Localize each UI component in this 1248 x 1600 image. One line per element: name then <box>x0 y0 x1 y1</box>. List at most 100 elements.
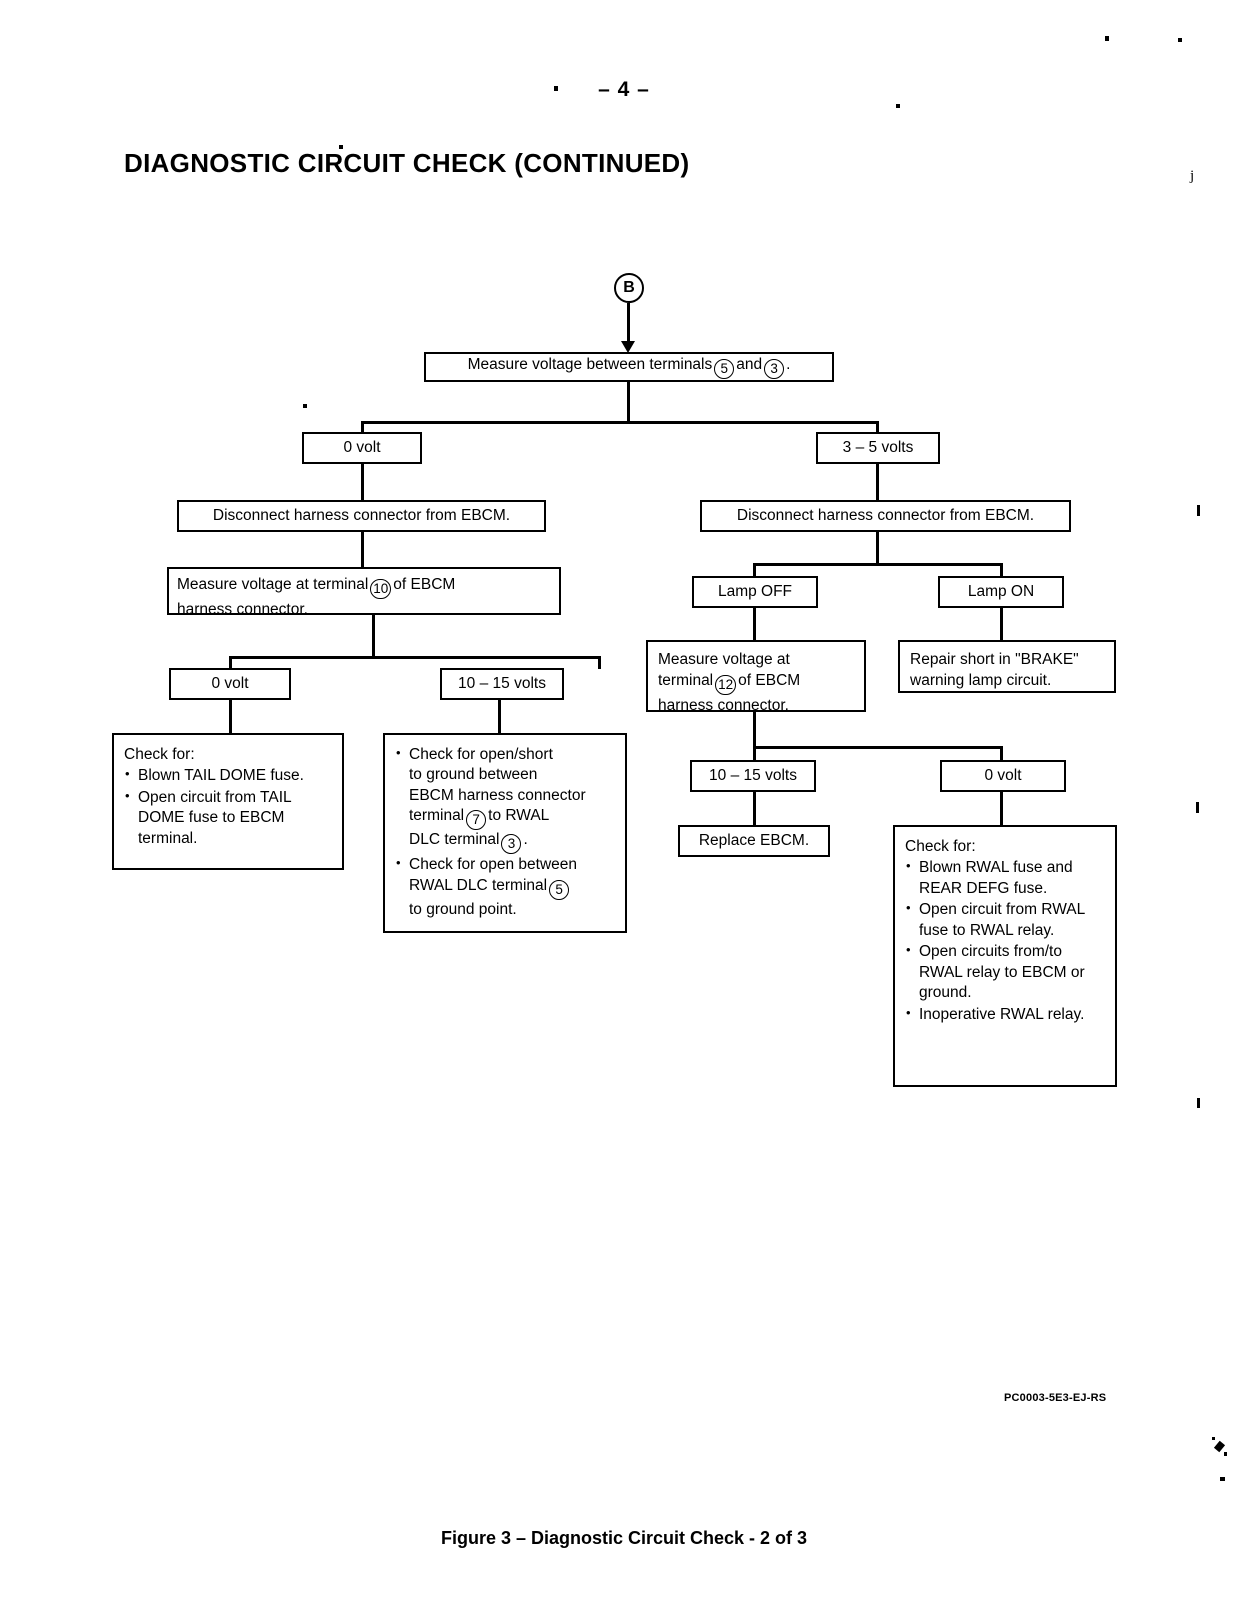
connector-measure12-split <box>753 746 1003 749</box>
flow-entry-node-b: B <box>614 273 644 303</box>
connector-right-cond-to-action <box>876 464 879 501</box>
measure12-text-1: Measure voltage at <box>658 651 790 668</box>
connector-lamp-off-to-measure <box>753 608 756 641</box>
terminal-ref: 3 <box>764 359 785 379</box>
terminal-ref: 5 <box>714 359 735 379</box>
connector-left-split-b <box>598 656 601 669</box>
connector-left-result-b <box>498 700 501 734</box>
arrow-head-icon <box>621 341 635 353</box>
page-number: – 4 – <box>598 78 650 101</box>
connector-to-left-branch <box>361 421 364 434</box>
root-text-1: Measure voltage between terminals <box>467 356 713 373</box>
node-left-condition-0volt: 0 volt <box>302 432 422 464</box>
left-result-a-condition-label: 0 volt <box>211 674 249 692</box>
item2-line3: to ground point. <box>409 900 517 918</box>
root-text-3: . <box>786 356 791 373</box>
scan-speck <box>1212 1437 1215 1440</box>
scan-speck <box>1220 1477 1225 1481</box>
right-result-a-condition-label: 10 – 15 volts <box>709 766 797 784</box>
left-check-heading: Check for: <box>124 746 195 763</box>
left-measure-text-1: Measure voltage at terminal <box>177 576 369 593</box>
connector-right-split <box>753 563 1003 566</box>
terminal-ref: 3 <box>501 834 522 855</box>
measure12-text-3: harness connector. <box>658 697 789 715</box>
scan-speck <box>896 104 900 108</box>
node-right-result-a-condition: 10 – 15 volts <box>690 760 816 792</box>
connector-right-split-off <box>753 563 756 577</box>
list-item: Open circuit from TAIL DOME fuse to EBCM… <box>124 787 332 849</box>
entry-node-label: B <box>623 279 635 296</box>
node-left-result-a-condition: 0 volt <box>169 668 291 700</box>
node-left-check-openshort: Check for open/short to ground between E… <box>383 733 627 933</box>
node-lamp-on-condition: Lamp ON <box>938 576 1064 608</box>
connector-left-split <box>229 656 601 659</box>
measure12-text-2b: of EBCM <box>738 672 801 690</box>
connector-measure12-split-a <box>753 746 756 761</box>
repair-line-1: Repair short in "BRAKE" <box>910 651 1079 668</box>
scan-speck <box>1213 1440 1226 1453</box>
right-check-heading: Check for: <box>905 838 976 855</box>
figure-caption: Figure 3 – Diagnostic Circuit Check - 2 … <box>440 1528 808 1548</box>
connector-right-action-stem <box>876 532 879 564</box>
measure12-text-2a: terminal <box>658 672 714 690</box>
item1-line4a: terminal <box>409 807 465 825</box>
item2-line1: Check for open between <box>409 856 578 874</box>
connector-to-right-branch <box>876 421 879 434</box>
connector-root-split <box>362 421 879 424</box>
node-right-disconnect: Disconnect harness connector from EBCM. <box>700 500 1071 532</box>
terminal-ref: 10 <box>370 579 392 599</box>
connector-right-result-b <box>1000 792 1003 826</box>
item1-line5b: . <box>523 831 528 849</box>
left-condition-label: 0 volt <box>343 438 381 456</box>
page-title: DIAGNOSTIC CIRCUIT CHECK (CONTINUED) <box>124 148 690 178</box>
terminal-ref: 7 <box>466 810 487 831</box>
right-action-label: Disconnect harness connector from EBCM. <box>736 506 1035 524</box>
connector-lamp-on-to-action <box>1000 608 1003 641</box>
list-item: Blown TAIL DOME fuse. <box>124 765 332 786</box>
scan-speck <box>1178 38 1182 42</box>
left-action-label: Disconnect harness connector from EBCM. <box>212 506 511 524</box>
scan-speck <box>554 86 558 91</box>
scan-speck <box>1197 505 1200 516</box>
lamp-on-label: Lamp ON <box>967 582 1035 600</box>
terminal-ref: 12 <box>715 675 737 696</box>
item1-line5a: DLC terminal <box>409 831 500 849</box>
list-item: Open circuits from/to RWAL relay to EBCM… <box>905 941 1105 1003</box>
item1-line2: to ground between <box>409 766 538 784</box>
list-item: Inoperative RWAL relay. <box>905 1004 1105 1025</box>
scan-speck <box>1196 802 1199 813</box>
connector-left-action-to-measure <box>361 532 364 568</box>
node-repair-brake-lamp: Repair short in "BRAKE" warning lamp cir… <box>898 640 1116 693</box>
item1-line3: EBCM harness connector <box>409 786 586 804</box>
node-right-result-b-condition: 0 volt <box>940 760 1066 792</box>
connector-root-stem <box>627 382 630 424</box>
connector-measure12-split-b <box>1000 746 1003 761</box>
scan-speck <box>339 145 343 149</box>
document-reference-code: PC0003-5E3-EJ-RS <box>1004 1392 1107 1404</box>
connector-left-cond-to-action <box>361 464 364 501</box>
scan-speck <box>303 404 307 408</box>
left-measure-text-2: of EBCM <box>393 576 456 593</box>
node-left-check-taildome: Check for: Blown TAIL DOME fuse. Open ci… <box>112 733 344 870</box>
item1-line4b: to RWAL <box>488 807 550 825</box>
repair-line-2: warning lamp circuit. <box>910 672 1052 690</box>
list-item: Open circuit from RWAL fuse to RWAL rela… <box>905 899 1105 941</box>
scan-speck <box>1224 1452 1227 1456</box>
list-item: Check for open between RWAL DLC terminal… <box>395 854 615 920</box>
item2-line2a: RWAL DLC terminal <box>409 876 548 894</box>
list-item: Check for open/short to ground between E… <box>395 744 615 855</box>
list-item: Blown RWAL fuse and REAR DEFG fuse. <box>905 857 1105 899</box>
left-result-b-condition-label: 10 – 15 volts <box>458 674 546 692</box>
item1-line1: Check for open/short <box>409 746 553 763</box>
right-condition-label: 3 – 5 volts <box>842 438 914 456</box>
connector-left-measure-stem <box>372 615 375 657</box>
right-result-b-condition-label: 0 volt <box>984 766 1022 784</box>
node-lamp-off-condition: Lamp OFF <box>692 576 818 608</box>
node-right-check-rwal: Check for: Blown RWAL fuse and REAR DEFG… <box>893 825 1117 1087</box>
connector-left-result-a <box>229 700 232 734</box>
connector-right-result-a <box>753 792 756 826</box>
